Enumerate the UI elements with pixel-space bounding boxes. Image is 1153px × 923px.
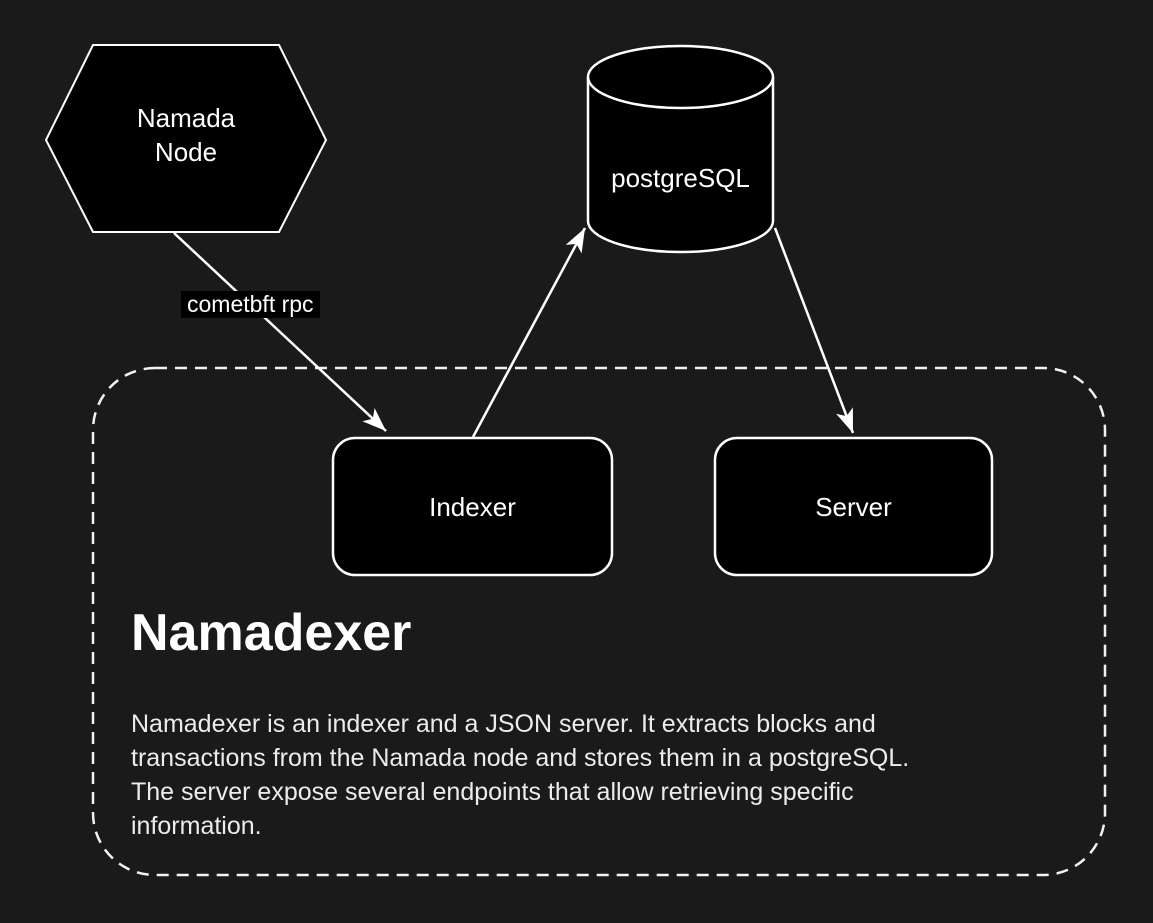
namada-node-label-line1: Namada [136,103,236,133]
cometbft-rpc-edge-label: cometbft rpc [181,291,320,318]
indexer-label: Indexer [429,492,516,522]
namada-node-label-line2: Node [154,137,218,167]
postgresql-label: postgreSQL [611,163,750,193]
indexer-box [331,436,614,577]
namadexer-group-description: Namadexer is an indexer and a JSON serve… [131,707,909,843]
postgresql-cylinder-body [586,44,775,254]
description-line-2: transactions from the Namada node and st… [131,744,910,772]
namadexer-group-border [91,366,1107,877]
postgresql-cylinder-top-rim [586,76,775,110]
namada-node-label: Namada Node [46,101,326,169]
description-line-1: Namadexer is an indexer and a JSON serve… [131,710,876,738]
edge-indexer-to-postgresql [471,227,587,438]
namadexer-group-title: Namadexer [131,604,412,662]
server-label: Server [815,492,892,522]
namada-node-hexagon [44,44,328,233]
edge-postgresql-to-server [773,227,855,434]
description-line-3: The server expose several endpoints that… [131,778,854,806]
edge-namada-node-to-indexer [173,232,387,432]
description-line-4: information. [131,812,262,840]
server-box [713,436,994,577]
